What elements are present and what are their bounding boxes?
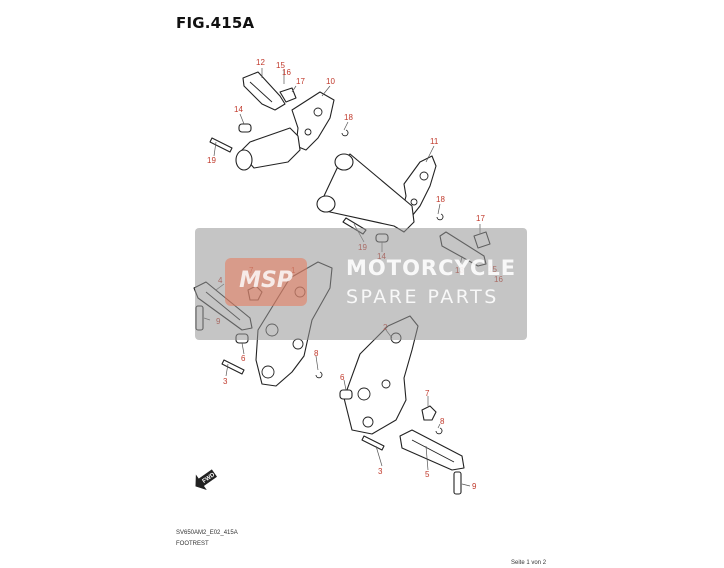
footrest-arm-upper	[239, 127, 301, 169]
callout-label: 10	[326, 77, 335, 86]
bolt-part-19	[209, 137, 233, 153]
bolt-part-3-right	[361, 435, 385, 451]
watermark-logo: MSP	[225, 258, 307, 306]
stud-part-9-right	[453, 471, 462, 495]
callout-label: 14	[234, 105, 243, 114]
callout-label: 11	[430, 137, 439, 146]
watermark-logo-text: MSP	[239, 268, 293, 293]
callout-label: 8	[440, 417, 445, 426]
callout-label: 5	[425, 470, 430, 479]
forward-arrow-icon: FWD	[195, 469, 218, 491]
callout-label: 3	[223, 377, 228, 386]
callout-label: 17	[476, 214, 485, 223]
bolt-part-3	[221, 359, 245, 375]
lower-right-assembly	[339, 315, 465, 495]
figure-title: FIG.415A	[176, 14, 255, 32]
callout-label: 15	[276, 61, 285, 70]
callout-label: 18	[436, 195, 445, 204]
callout-label: 16	[282, 68, 291, 77]
callout-label: 19	[207, 156, 216, 165]
footpeg-part-12	[242, 71, 286, 111]
callout-label: 6	[340, 373, 345, 382]
callout-label: 17	[296, 77, 305, 86]
pin-part-14	[238, 123, 252, 133]
page-number: Seite 1 von 2	[511, 560, 547, 566]
callout-label: 8	[314, 349, 319, 358]
callout-label: 3	[378, 467, 383, 476]
callout-label: 18	[344, 113, 353, 122]
watermark-line-2: SPARE PARTS	[346, 286, 499, 308]
watermark-line-1: MOTORCYCLE	[346, 256, 517, 280]
nut-part-7-right	[421, 405, 437, 421]
callout-label: 7	[425, 389, 430, 398]
callout-label: 6	[241, 354, 246, 363]
callout-label: 9	[472, 482, 477, 491]
section-name: FOOTREST	[176, 541, 209, 547]
callout-label: 12	[256, 58, 265, 67]
upper-left-assembly	[209, 71, 349, 171]
watermark-banner: MSP MOTORCYCLE SPARE PARTS	[195, 228, 527, 340]
document-code: SV650AM2_E02_415A	[176, 530, 238, 536]
bracket-part-10	[291, 91, 335, 151]
spacer-part-6-right	[339, 389, 353, 400]
